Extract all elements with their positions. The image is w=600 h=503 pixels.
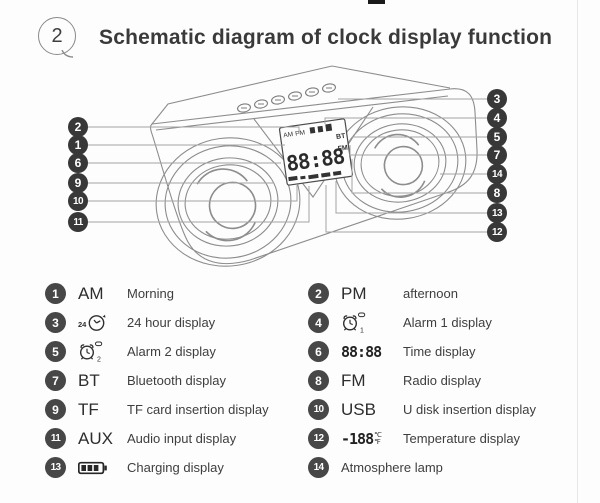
legend-number-badge: 3 xyxy=(45,312,66,333)
segment-display-icon: 88:88 xyxy=(341,342,382,361)
page-edge-divider xyxy=(577,0,578,503)
legend-row-atmosphere: 14 Atmosphere lamp xyxy=(308,453,536,482)
legend-desc: Time display xyxy=(403,344,476,359)
legend-desc: afternoon xyxy=(403,286,458,301)
page-title: Schematic diagram of clock display funct… xyxy=(99,26,553,49)
callout-badge-3: 3 xyxy=(487,89,507,109)
callout-badge-13: 13 xyxy=(487,203,507,223)
legend-desc: Bluetooth display xyxy=(127,373,227,388)
top-buttons xyxy=(237,83,336,113)
legend-desc: Alarm 1 display xyxy=(403,315,492,330)
legend-row-aux: 11 AUX Audio input display xyxy=(45,424,269,453)
legend-number-badge: 1 xyxy=(45,283,66,304)
callout-badge-5: 5 xyxy=(487,127,507,147)
section-number-bubble: 2 xyxy=(38,17,76,55)
lcd-pm-label: PM xyxy=(295,129,306,137)
fm-indicator-label: FM xyxy=(341,370,366,390)
callout-badge-14: 14 xyxy=(487,164,507,184)
svg-text:1: 1 xyxy=(360,328,364,335)
callout-badge-7: 7 xyxy=(487,145,507,165)
callout-badge-2: 2 xyxy=(68,117,88,137)
legend-desc: Temperature display xyxy=(403,431,521,446)
legend-desc: Charging display xyxy=(127,460,224,475)
legend-number-badge: 4 xyxy=(308,312,329,333)
legend-desc: Audio input display xyxy=(127,431,237,446)
legend-row-temperature: 12 -188 ℃ ℉ Temperature display xyxy=(308,424,536,453)
temperature-icon: -188 ℃ ℉ xyxy=(341,429,382,448)
legend-number-badge: 6 xyxy=(308,341,329,362)
legend-row-am: 1 AM Morning xyxy=(45,279,269,308)
legend-number-badge: 10 xyxy=(308,399,329,420)
callout-badge-4: 4 xyxy=(487,108,507,128)
pm-indicator-label: PM xyxy=(341,283,367,303)
right-speaker xyxy=(333,106,467,220)
legend-number-badge: 14 xyxy=(308,457,329,478)
callout-badge-9: 9 xyxy=(68,173,88,193)
usb-indicator-label: USB xyxy=(341,399,376,419)
callout-badge-12: 12 xyxy=(487,222,507,242)
legend-column-left: 1 AM Morning 3 24 24 hour display 5 xyxy=(45,279,269,482)
lcd-top-icons xyxy=(309,123,333,134)
legend-number-badge: 5 xyxy=(45,341,66,362)
callout-badge-10: 10 xyxy=(68,191,88,211)
legend-number-badge: 11 xyxy=(45,428,66,449)
am-indicator-label: AM xyxy=(78,283,104,303)
legend-desc: Radio display xyxy=(403,373,482,388)
legend-column-right: 2 PM afternoon 4 1 Alarm 1 display 6 88:… xyxy=(308,279,536,482)
legend-desc: Alarm 2 display xyxy=(127,344,216,359)
legend-row-usb: 10 USB U disk insertion display xyxy=(308,395,536,424)
legend-desc: U disk insertion display xyxy=(403,402,536,417)
lcd-bt-label: BT xyxy=(336,133,347,141)
fahrenheit-unit: ℉ xyxy=(374,438,381,446)
legend-row-24hour: 3 24 24 hour display xyxy=(45,308,269,337)
device-top-surface xyxy=(151,65,451,125)
callout-badge-1: 1 xyxy=(68,135,88,155)
legend-row-alarm1: 4 1 Alarm 1 display xyxy=(308,308,536,337)
celsius-unit: ℃ xyxy=(374,431,382,439)
legend-row-bt: 7 BT Bluetooth display xyxy=(45,366,269,395)
legend-desc: Atmosphere lamp xyxy=(341,460,443,475)
callout-badge-8: 8 xyxy=(487,183,507,203)
legend-desc: 24 hour display xyxy=(127,315,216,330)
callout-badge-6: 6 xyxy=(68,153,88,173)
lcd-am-label: AM xyxy=(283,131,294,139)
lcd-bottom-icons xyxy=(288,170,342,182)
legend-row-time: 6 88:88 Time display xyxy=(308,337,536,366)
aux-indicator-label: AUX xyxy=(78,428,113,448)
bt-indicator-label: BT xyxy=(78,370,100,390)
leader-lines xyxy=(87,98,488,233)
alarm-2-icon: 2 xyxy=(78,340,127,363)
legend-number-badge: 7 xyxy=(45,370,66,391)
section-number: 2 xyxy=(51,24,63,47)
legend-number-badge: 9 xyxy=(45,399,66,420)
legend-desc: Morning xyxy=(127,286,174,301)
legend-number-badge: 12 xyxy=(308,428,329,449)
legend-number-badge: 2 xyxy=(308,283,329,304)
lcd-fm-label: FM xyxy=(337,145,348,153)
battery-icon xyxy=(78,461,127,475)
top-crop-mark xyxy=(368,0,385,4)
legend-number-badge: 8 xyxy=(308,370,329,391)
legend-row-charging: 13 Charging display xyxy=(45,453,269,482)
alarm-1-icon: 1 xyxy=(341,311,403,334)
legend-desc: TF card insertion display xyxy=(127,402,269,417)
legend-row-fm: 8 FM Radio display xyxy=(308,366,536,395)
callout-badge-11: 11 xyxy=(68,212,88,232)
tf-indicator-label: TF xyxy=(78,399,99,419)
speech-bubble-tail-icon xyxy=(61,50,74,58)
device-illustration: AM PM 88:88 BT FM xyxy=(87,65,488,267)
svg-text:2: 2 xyxy=(97,357,101,364)
svg-text:24: 24 xyxy=(78,320,87,329)
clock24-icon: 24 xyxy=(78,313,127,333)
legend-row-pm: 2 PM afternoon xyxy=(308,279,536,308)
legend-row-alarm2: 5 2 Alarm 2 display xyxy=(45,337,269,366)
legend-row-tf: 9 TF TF card insertion display xyxy=(45,395,269,424)
legend-number-badge: 13 xyxy=(45,457,66,478)
lcd-display: AM PM 88:88 BT FM xyxy=(278,118,354,186)
